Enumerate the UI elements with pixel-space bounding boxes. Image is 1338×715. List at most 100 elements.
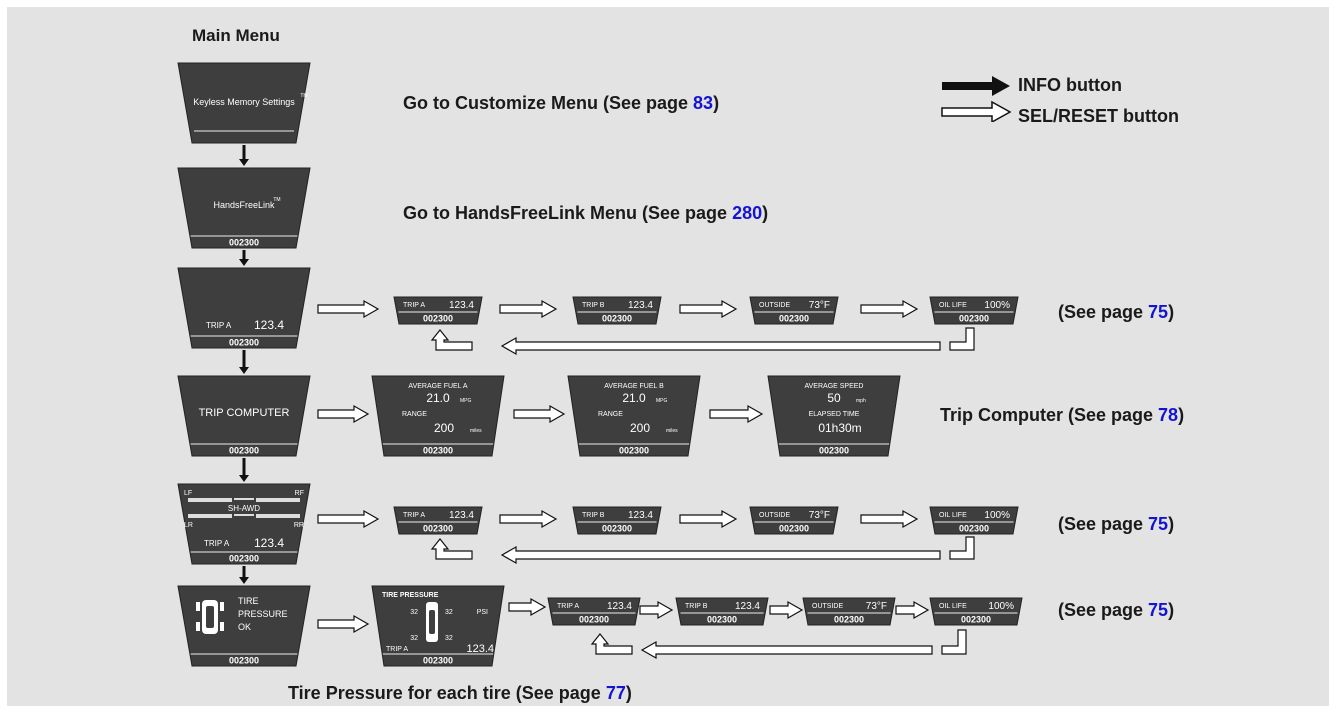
info-arrow-5 xyxy=(239,566,249,584)
page-link-75[interactable]: 75 xyxy=(1148,302,1169,322)
sel-arrow-row4-c xyxy=(709,404,764,424)
info-arrow-1 xyxy=(239,145,249,166)
odometer-text: 002300 xyxy=(229,338,259,348)
trip-screen-label: OUTSIDE xyxy=(759,512,790,519)
odometer-text: 002300 xyxy=(619,446,649,456)
torque-bar-right xyxy=(256,498,300,502)
page-link-75[interactable]: 75 xyxy=(1148,600,1169,620)
sel-arrow-icon xyxy=(941,100,1012,122)
info-arrow-4 xyxy=(239,458,249,482)
bottom-value: 200 xyxy=(630,421,650,435)
odometer-text: 002300 xyxy=(961,615,991,625)
tire-rf-icon xyxy=(220,602,224,611)
trip-screen-value: 123.4 xyxy=(607,601,632,612)
main-menu-title: Main Menu xyxy=(192,26,280,45)
page-link-75[interactable]: 75 xyxy=(1148,514,1169,534)
sel-return-row6-long xyxy=(640,640,933,660)
trip-screen-value: 123.4 xyxy=(449,300,474,311)
sel-arrow-row5-1 xyxy=(499,509,558,529)
sel-arrow-row6-b xyxy=(508,597,547,617)
sel-hook-row3 xyxy=(430,329,473,351)
tire-lr-icon xyxy=(196,622,200,631)
sel-return-row3-long xyxy=(500,336,941,356)
torque-axle xyxy=(234,514,254,516)
page-link-78[interactable]: 78 xyxy=(1158,405,1179,425)
handsfreelink-note: Go to HandsFreeLink Menu (See page 280) xyxy=(403,203,769,223)
page-link-280[interactable]: 280 xyxy=(732,203,763,223)
trip-main-value: 123.4 xyxy=(254,536,284,550)
row5-note: (See page 75) xyxy=(1058,514,1175,534)
screen-body xyxy=(177,267,311,349)
trip-screen-label: TRIP A xyxy=(557,603,579,610)
tire-lf-value: 32 xyxy=(410,609,418,616)
odometer-text: 002300 xyxy=(423,524,453,534)
torque-axle xyxy=(234,498,254,500)
top-value: 21.0 xyxy=(622,391,646,405)
sel-arrow-row3-a xyxy=(317,299,380,319)
trip-screen-label: TRIP A xyxy=(403,512,425,519)
screen-body xyxy=(393,506,483,535)
odometer-text: 002300 xyxy=(229,656,259,666)
tire-status-line: PRESSURE xyxy=(238,609,288,619)
trip-screen-value: 123.4 xyxy=(735,601,760,612)
trip-screen-label: OIL LIFE xyxy=(939,302,967,309)
rr-label: RR xyxy=(294,522,304,529)
trip-screen-value: 73°F xyxy=(866,601,887,612)
rf-label: RF xyxy=(295,490,304,497)
odometer-text: 002300 xyxy=(959,524,989,534)
trip-computer-label: TRIP COMPUTER xyxy=(199,407,290,419)
tire-rr-icon xyxy=(220,622,224,631)
odometer-text: 002300 xyxy=(423,446,453,456)
customize-note: Go to Customize Menu (See page 83) xyxy=(403,93,720,113)
trip-screen-label: OIL LIFE xyxy=(939,603,967,610)
odometer-text: 002300 xyxy=(834,615,864,625)
sel-arrow-row4-a xyxy=(317,404,370,424)
page-link-77[interactable]: 77 xyxy=(605,683,626,703)
top-unit: MPG xyxy=(656,398,668,404)
top-label: AVERAGE FUEL B xyxy=(604,383,664,390)
screen-body xyxy=(767,375,901,457)
bottom-label: ELAPSED TIME xyxy=(809,411,860,418)
torque-bar-right xyxy=(256,514,300,518)
screen-body xyxy=(177,62,311,144)
tire-pressure-note: Tire Pressure for each tire (See page 77… xyxy=(288,683,632,703)
car-cabin-icon xyxy=(206,606,214,628)
odometer-text: 002300 xyxy=(959,314,989,324)
trip-screen-label: TRIP B xyxy=(582,302,605,309)
sel-return-row6-down xyxy=(941,629,967,655)
trip-screen-label: OUTSIDE xyxy=(812,603,843,610)
trip-main-label: TRIP A xyxy=(204,539,230,548)
trip-screen-value: 73°F xyxy=(809,510,830,521)
top-unit: MPG xyxy=(460,398,472,404)
sel-arrow-row6-4 xyxy=(895,600,930,620)
odometer-text: 002300 xyxy=(579,615,609,625)
row6-outside-screen: 002300 OUTSIDE 73°F xyxy=(802,597,896,626)
tire-lf-icon xyxy=(196,602,200,611)
screen-body xyxy=(675,597,769,626)
sel-arrow-row5-3 xyxy=(860,509,919,529)
bottom-value: 200 xyxy=(434,421,454,435)
tire-lr-value: 32 xyxy=(410,635,418,642)
odometer-text: 002300 xyxy=(819,446,849,456)
screen-body xyxy=(547,597,641,626)
screen-body xyxy=(749,296,839,325)
tire-status-line: OK xyxy=(238,622,251,632)
trip-screen-value: 123.4 xyxy=(449,510,474,521)
screen-body xyxy=(177,167,311,249)
sel-return-row5-long xyxy=(500,545,941,565)
page-link-83[interactable]: 83 xyxy=(693,93,714,113)
